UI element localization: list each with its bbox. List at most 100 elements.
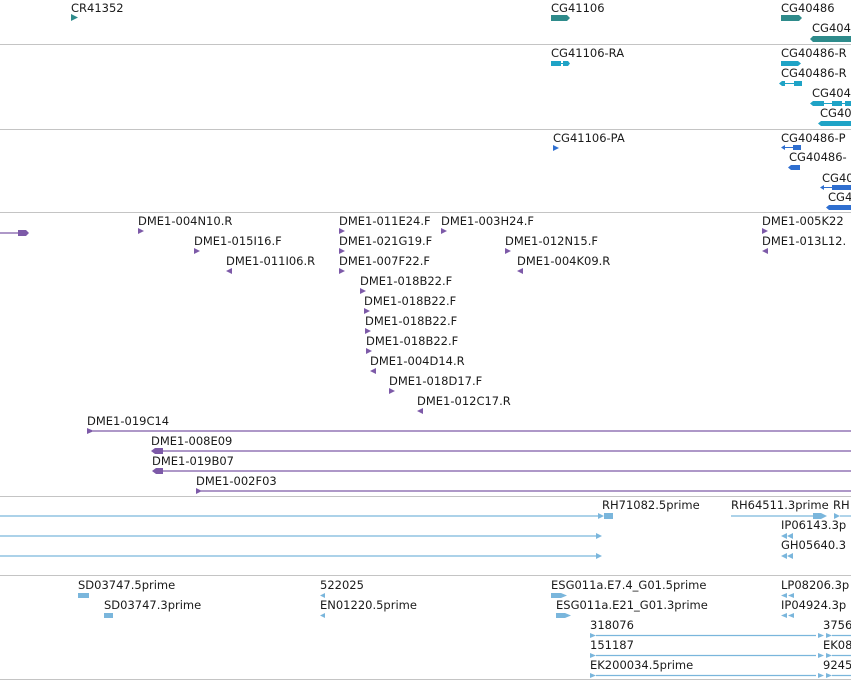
transcript-label: CG40486-R (781, 66, 847, 80)
protein-track: CG41106-PA CG40486-P CG40486- CG40 CG4 (0, 130, 851, 212)
est-label: LP08206.3p (781, 578, 850, 592)
clone-end-glyph (194, 248, 200, 254)
clone-end-glyph (517, 268, 523, 274)
clone-span-glyph (87, 428, 851, 434)
clone-span-glyph (196, 488, 851, 494)
est-glyph (590, 673, 816, 678)
clone-end-glyph (339, 268, 345, 274)
gene-label: CG404 (812, 21, 851, 35)
est-track: SD03747.5prime SD03747.3prime 522025 EN0… (0, 576, 851, 681)
est-glyph (590, 633, 816, 638)
transcript-glyph (779, 81, 802, 86)
est-prime-glyph[interactable] (834, 513, 851, 519)
clone-end-label: DME1-012N15.F (505, 234, 598, 248)
est-prime-glyph[interactable] (0, 513, 614, 519)
transcript-glyph (781, 61, 801, 66)
clone-end-glyph (762, 248, 768, 254)
transcript-label: CG40 (820, 106, 851, 120)
clone-end-glyph (138, 228, 144, 234)
clone-end-glyph (226, 268, 232, 274)
clone-end-glyph (505, 248, 511, 254)
clone-end-glyph (370, 368, 376, 374)
clone-end-label: DME1-005K22 (762, 214, 844, 228)
est-label: IP04924.3p (781, 598, 847, 612)
est-label: 9245 (823, 658, 851, 672)
est-prime-label[interactable]: RH64511.3prime (731, 498, 829, 512)
est-prime-label[interactable]: IP06143.3p (781, 518, 847, 532)
protein-label: CG40 (822, 171, 851, 185)
clone-span-label: DME1-019B07 (152, 454, 234, 468)
protein-label: CG40486- (789, 150, 847, 164)
protein-glyph (781, 145, 801, 150)
est-prime-label[interactable]: RH (833, 498, 850, 512)
est-label: EK08 (823, 638, 851, 652)
clone-span-glyph (152, 468, 851, 474)
gene-glyph (551, 15, 570, 21)
est-prime-glyph[interactable] (0, 533, 602, 539)
clone-end-label: DME1-018B22.F (364, 294, 457, 308)
est-label: EK200034.5prime (590, 658, 694, 672)
track-divider (0, 496, 851, 497)
protein-label: CG41106-PA (553, 131, 625, 145)
est-glyph (320, 593, 325, 598)
clone-end-label: DME1-007F22.F (339, 254, 430, 268)
protein-label: CG4 (828, 190, 851, 204)
clone-end-label: DME1-018B22.F (360, 274, 453, 288)
clone-span-glyph (151, 448, 851, 454)
protein-glyph (788, 165, 800, 170)
transcript-label: CG404 (812, 86, 851, 100)
est-glyph (818, 653, 851, 658)
est-label: 151187 (590, 638, 634, 652)
clone-end-label: DME1-018D17.F (389, 374, 483, 388)
est-glyph (590, 653, 816, 658)
clone-end-label: DME1-015I16.F (194, 234, 282, 248)
gene-track: CR41352 CG41106 CG40486 CG404 (0, 0, 851, 44)
transcript-label: CG40486-R (781, 46, 847, 60)
protein-glyph (553, 145, 559, 151)
clone-end-glyph (339, 228, 345, 234)
clone-end-glyph (364, 308, 370, 314)
est-label: EN01220.5prime (320, 598, 417, 612)
est-label: ESG011a.E7.4_G01.5prime (551, 578, 707, 592)
clone-end-glyph[interactable] (0, 230, 30, 237)
track-divider (0, 679, 851, 680)
clone-end-label: DME1-018B22.F (365, 314, 458, 328)
clone-end-label: DME1-011E24.F (339, 214, 431, 228)
protein-label: CG40486-P (781, 131, 846, 145)
est-label: SD03747.5prime (78, 578, 176, 592)
clone-end-track: DME1-004N10.R DME1-011E24.F DME1-003H24.… (0, 213, 851, 496)
clone-end-glyph (441, 228, 447, 234)
gene-label: CG40486 (781, 1, 835, 15)
est-glyph (551, 593, 567, 598)
transcript-label: CG41106-RA (551, 46, 625, 60)
gene-glyph (71, 14, 78, 21)
clone-end-glyph (360, 288, 366, 294)
est-prime-label[interactable]: RH71082.5prime (602, 498, 700, 512)
gene-label: CG41106 (551, 1, 605, 15)
gene-glyph (810, 36, 851, 42)
est-prime-label[interactable]: GH05640.3 (781, 538, 847, 552)
gene-glyph (781, 15, 802, 21)
gene-label: CR41352 (71, 1, 124, 15)
est-label: 318076 (590, 618, 634, 632)
track-divider (0, 129, 851, 130)
clone-end-glyph (417, 408, 423, 414)
clone-span-label: DME1-019C14 (87, 414, 170, 428)
track-divider (0, 212, 851, 213)
clone-end-label: DME1-004D14.R (370, 354, 465, 368)
track-divider (0, 44, 851, 45)
est-glyph (818, 633, 851, 638)
clone-span-label: DME1-002F03 (196, 474, 277, 488)
est-prime-glyph[interactable] (781, 533, 797, 539)
transcript-glyph (810, 101, 851, 106)
est-prime-glyph[interactable] (0, 553, 602, 559)
est-prime-glyph[interactable] (781, 553, 797, 559)
clone-end-label: DME1-004N10.R (138, 214, 233, 228)
protein-glyph (820, 185, 851, 190)
est-prime-glyph[interactable] (731, 513, 831, 519)
est-glyph (781, 593, 794, 598)
est-label: ESG011a.E21_G01.3prime (556, 598, 708, 612)
est-glyph (320, 613, 325, 618)
clone-end-glyph (366, 348, 372, 354)
